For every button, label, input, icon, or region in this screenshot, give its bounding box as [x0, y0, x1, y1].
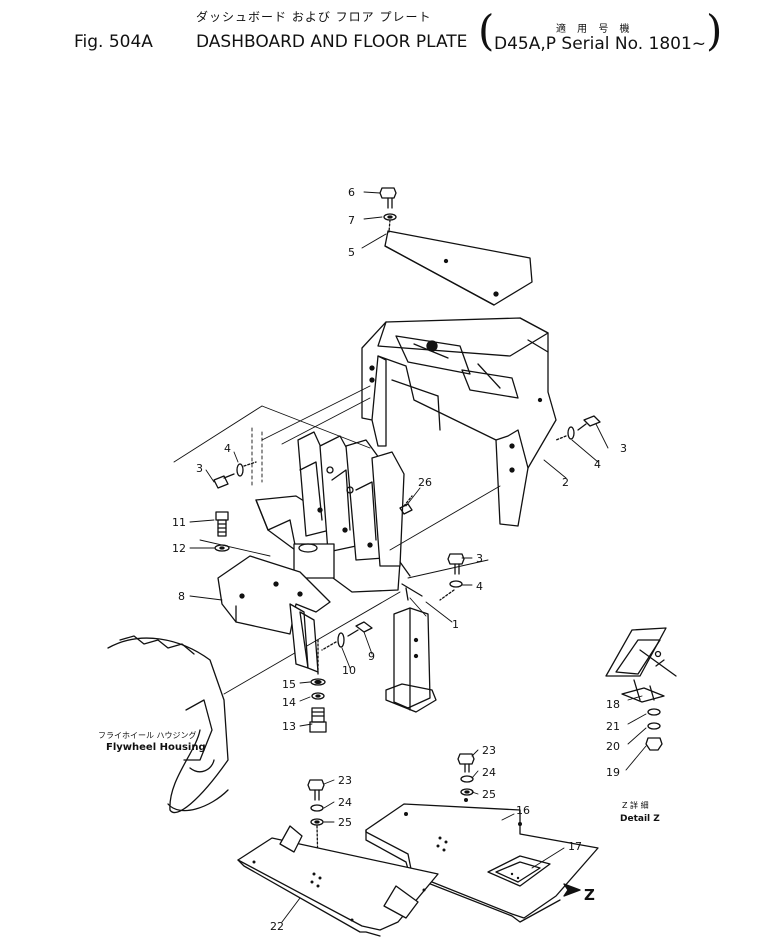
callout-11: 11 [172, 516, 186, 529]
callout-6: 6 [348, 186, 355, 199]
control-stand [255, 431, 411, 593]
detail-z-pedal [605, 627, 677, 751]
reference-lines [173, 385, 501, 695]
cover-plate [384, 230, 533, 306]
callout-24-left: 24 [338, 796, 352, 809]
title-japanese: ダッシュボード および フロア プレート [196, 10, 432, 24]
callout-12: 12 [172, 542, 186, 555]
arrow-z-label: Z [584, 886, 595, 904]
detail-z-caption-en: Detail Z [620, 814, 660, 824]
floor-plate-22 [237, 825, 439, 937]
bolt-23-left [307, 779, 325, 869]
callout-4-right: 4 [594, 458, 601, 471]
callout-25-left: 25 [338, 816, 352, 829]
bracket-8 [217, 555, 331, 673]
serial-range: D45A,P Serial No. 1801~ [494, 34, 707, 54]
callout-19: 19 [606, 766, 620, 779]
applicable-models-label: 適 用 号 機 [556, 24, 634, 35]
callout-5: 5 [348, 246, 355, 259]
callout-15: 15 [282, 678, 296, 691]
figure-title: DASHBOARD AND FLOOR PLATE [196, 32, 468, 52]
bolt-23-right [457, 753, 475, 796]
callout-17: 17 [568, 840, 582, 853]
support-column [385, 583, 437, 713]
callout-21: 21 [606, 720, 620, 733]
callout-23-right: 23 [482, 744, 496, 757]
nut-stack [309, 639, 327, 733]
arrow-z [563, 883, 581, 897]
bolt-6 [379, 187, 397, 233]
callout-3-left: 3 [196, 462, 203, 475]
callout-4-left: 4 [224, 442, 231, 455]
left-parenthesis: ( [478, 6, 495, 55]
flywheel-caption-en: Flywheel Housing [106, 742, 206, 753]
callout-20: 20 [606, 740, 620, 753]
callout-4-mid: 4 [476, 580, 483, 593]
bolt-26 [399, 495, 413, 515]
detail-z-caption-jp: Z 詳 細 [622, 801, 649, 810]
flywheel-housing [107, 635, 229, 814]
callout-2: 2 [562, 476, 569, 489]
callout-22: 22 [270, 920, 284, 933]
callout-1: 1 [452, 618, 459, 631]
callout-13: 13 [282, 720, 296, 733]
callout-18: 18 [606, 698, 620, 711]
bolt-3-left [213, 461, 257, 489]
bolt-3-mid [439, 553, 465, 601]
callout-3-right: 3 [620, 442, 627, 455]
callout-26: 26 [418, 476, 432, 489]
callout-14: 14 [282, 696, 296, 709]
callout-8: 8 [178, 590, 185, 603]
bolt-11 [214, 511, 230, 552]
callout-24-right: 24 [482, 766, 496, 779]
callout-23-left: 23 [338, 774, 352, 787]
callout-7: 7 [348, 214, 355, 227]
callout-numbers: 6 7 5 3 4 2 4 3 26 11 12 8 3 4 1 9 10 15… [172, 186, 627, 933]
floor-plate-16 [365, 798, 599, 923]
callout-3-mid: 3 [476, 552, 483, 565]
bolt-9 [321, 621, 373, 651]
leader-lines [189, 191, 647, 923]
callout-16: 16 [516, 804, 530, 817]
callout-9: 9 [368, 650, 375, 663]
callout-25-right: 25 [482, 788, 496, 801]
callout-10: 10 [342, 664, 356, 677]
bolt-3-right [555, 415, 601, 441]
right-parenthesis: ) [706, 6, 723, 55]
dashboard-frame [361, 317, 557, 527]
flywheel-caption-jp: フライホイール ハウジング [98, 731, 197, 740]
figure-number: Fig. 504A [74, 32, 153, 52]
